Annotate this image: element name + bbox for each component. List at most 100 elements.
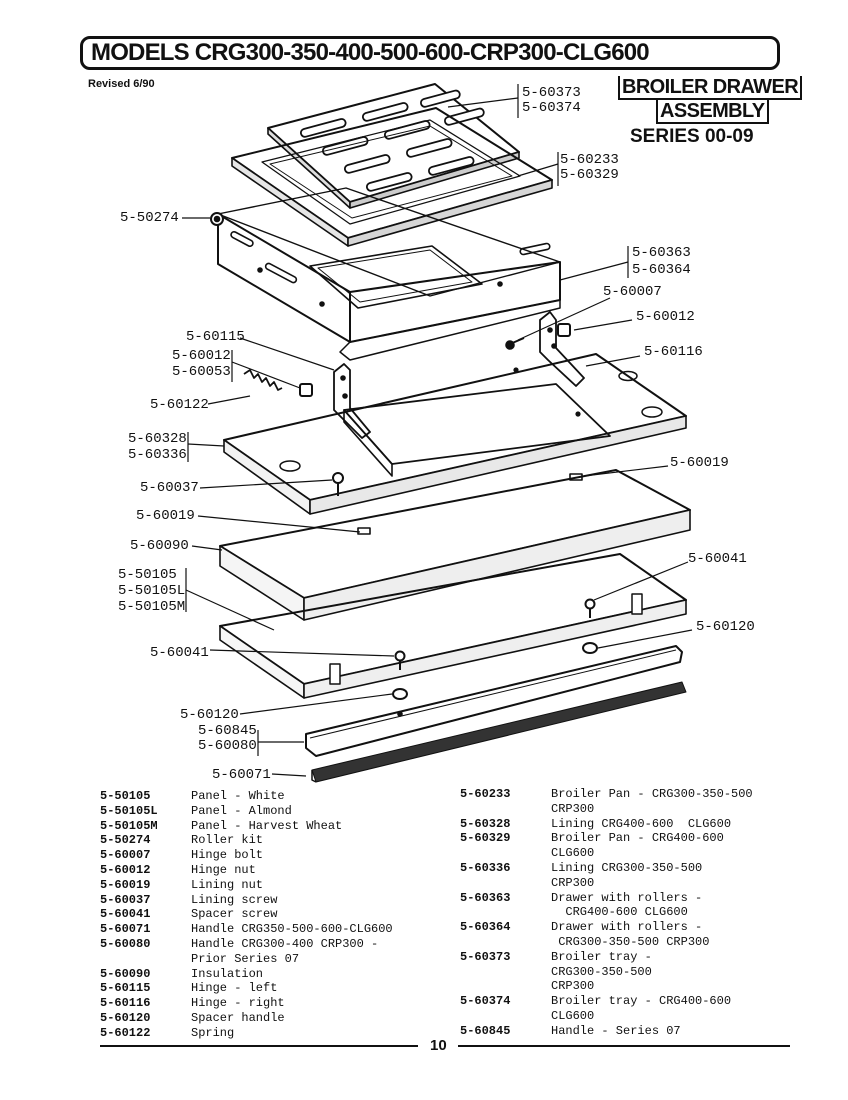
parts-row: CLG600: [460, 846, 753, 861]
assembly-title-line1: BROILER DRAWER: [618, 76, 803, 100]
parts-row: 5-60120 Spacer handle: [100, 1011, 393, 1026]
spacer-handle-right: [582, 642, 598, 654]
page-number: 10: [430, 1037, 447, 1054]
parts-row: 5-50105M Panel - Harvest Wheat: [100, 819, 393, 834]
parts-row: CRG300-350-500: [460, 965, 753, 980]
parts-row: 5-60037 Lining screw: [100, 893, 393, 908]
lining: [223, 353, 687, 515]
part-number: 5-60363: [460, 890, 511, 905]
parts-row: 5-60080 Handle CRG300-400 CRP300 -: [100, 937, 393, 952]
callout-5-60329: 5-60329: [560, 167, 619, 183]
parts-row: CRG400-600 CLG600: [460, 905, 753, 920]
roller: [210, 212, 224, 226]
part-description: CRP300: [551, 979, 595, 994]
callout-5-60071: 5-60071: [212, 767, 271, 783]
models-title: MODELS CRG300-350-400-500-600-CRP300-CLG…: [80, 36, 780, 70]
part-description: CRG300-350-500 CRP300: [551, 934, 710, 949]
part-description: Insulation: [191, 966, 264, 981]
callout-5-60373: 5-60373: [522, 85, 581, 101]
part-number: 5-60233: [460, 787, 511, 801]
part-description: Panel - Harvest Wheat: [191, 818, 343, 833]
spacer-handle-left: [392, 688, 408, 700]
part-number: 5-60336: [460, 860, 511, 875]
callout-5-60041-left: 5-60041: [150, 645, 209, 661]
part-number: 5-60122: [100, 1025, 151, 1040]
assembly-title-line2: ASSEMBLY: [656, 100, 769, 124]
series-label: SERIES 00-09: [630, 126, 754, 147]
footer-rule-left: [100, 1045, 418, 1047]
parts-row: 5-60090 Insulation: [100, 967, 393, 982]
callout-5-60328: 5-60328: [128, 431, 187, 447]
part-description: Lining screw: [191, 892, 278, 907]
callout-5-50274: 5-50274: [120, 210, 179, 226]
hinge-nut-right: [557, 323, 571, 337]
part-number: [460, 1009, 551, 1024]
part-number: 5-60071: [100, 922, 151, 937]
leader-lines: [182, 84, 693, 777]
callout-5-60090: 5-60090: [130, 538, 189, 554]
part-number: 5-60373: [460, 949, 511, 964]
handle-insert: [311, 681, 687, 783]
part-number: 5-60037: [100, 892, 151, 907]
part-number: 5-60364: [460, 920, 511, 935]
callout-5-60233: 5-60233: [560, 152, 619, 168]
part-number: [460, 965, 551, 980]
callout-5-50105L: 5-50105L: [118, 583, 186, 599]
part-number: 5-60120: [100, 1010, 151, 1025]
hinge-bolt: [505, 337, 525, 350]
callout-5-60116: 5-60116: [644, 344, 703, 360]
part-number: 5-60374: [460, 994, 511, 1009]
callout-5-60336: 5-60336: [128, 447, 187, 463]
part-number: 5-60080: [100, 936, 151, 951]
callout-5-60019-left: 5-60019: [136, 508, 195, 524]
part-description: Handle CRG350-500-600-CLG600: [191, 922, 393, 937]
callout-5-60080: 5-60080: [198, 738, 257, 754]
part-description: Roller kit: [191, 833, 264, 848]
callout-5-60053: 5-60053: [172, 364, 231, 380]
part-description: Spacer handle: [191, 1010, 285, 1025]
part-number: [460, 802, 551, 817]
part-description: CRP300: [551, 875, 595, 890]
callout-5-60012-left: 5-60012: [172, 348, 231, 364]
part-description: Broiler Pan - CRG400-600: [551, 831, 724, 846]
part-description: CLG600: [551, 846, 595, 861]
callout-5-60122: 5-60122: [150, 397, 209, 413]
part-number: 5-50274: [100, 833, 151, 848]
part-number: [460, 846, 551, 861]
hinge-nut-left: [299, 383, 313, 397]
part-description: Hinge nut: [191, 862, 256, 877]
part-number: 5-50105M: [100, 818, 158, 833]
part-description: Drawer with rollers -: [551, 920, 703, 935]
lining-screw: [332, 472, 344, 496]
callout-5-60007: 5-60007: [603, 284, 662, 300]
part-description: Drawer with rollers -: [551, 890, 703, 905]
part-number: 5-60012: [100, 862, 151, 877]
callout-5-60012-right: 5-60012: [636, 309, 695, 325]
part-description: Handle CRG300-400 CRP300 -: [191, 936, 379, 951]
parts-row: CRP300: [460, 979, 753, 994]
part-number: [460, 935, 551, 950]
drawer-body: [217, 187, 561, 361]
callout-5-60037: 5-60037: [140, 480, 199, 496]
part-number: 5-60041: [100, 907, 151, 922]
callout-5-60120-right: 5-60120: [696, 619, 755, 635]
parts-row: 5-50274 Roller kit: [100, 833, 393, 848]
part-description: Prior Series 07: [191, 951, 300, 966]
part-number: [100, 952, 191, 967]
hinge-left: [333, 363, 371, 439]
part-number: [460, 905, 551, 920]
part-number: 5-60090: [100, 966, 151, 981]
part-number: 5-60328: [460, 816, 511, 831]
part-description: Hinge bolt: [191, 848, 264, 863]
part-description: Hinge - left: [191, 981, 278, 996]
part-description: Panel - White: [191, 789, 285, 803]
door-panel: [219, 553, 687, 699]
